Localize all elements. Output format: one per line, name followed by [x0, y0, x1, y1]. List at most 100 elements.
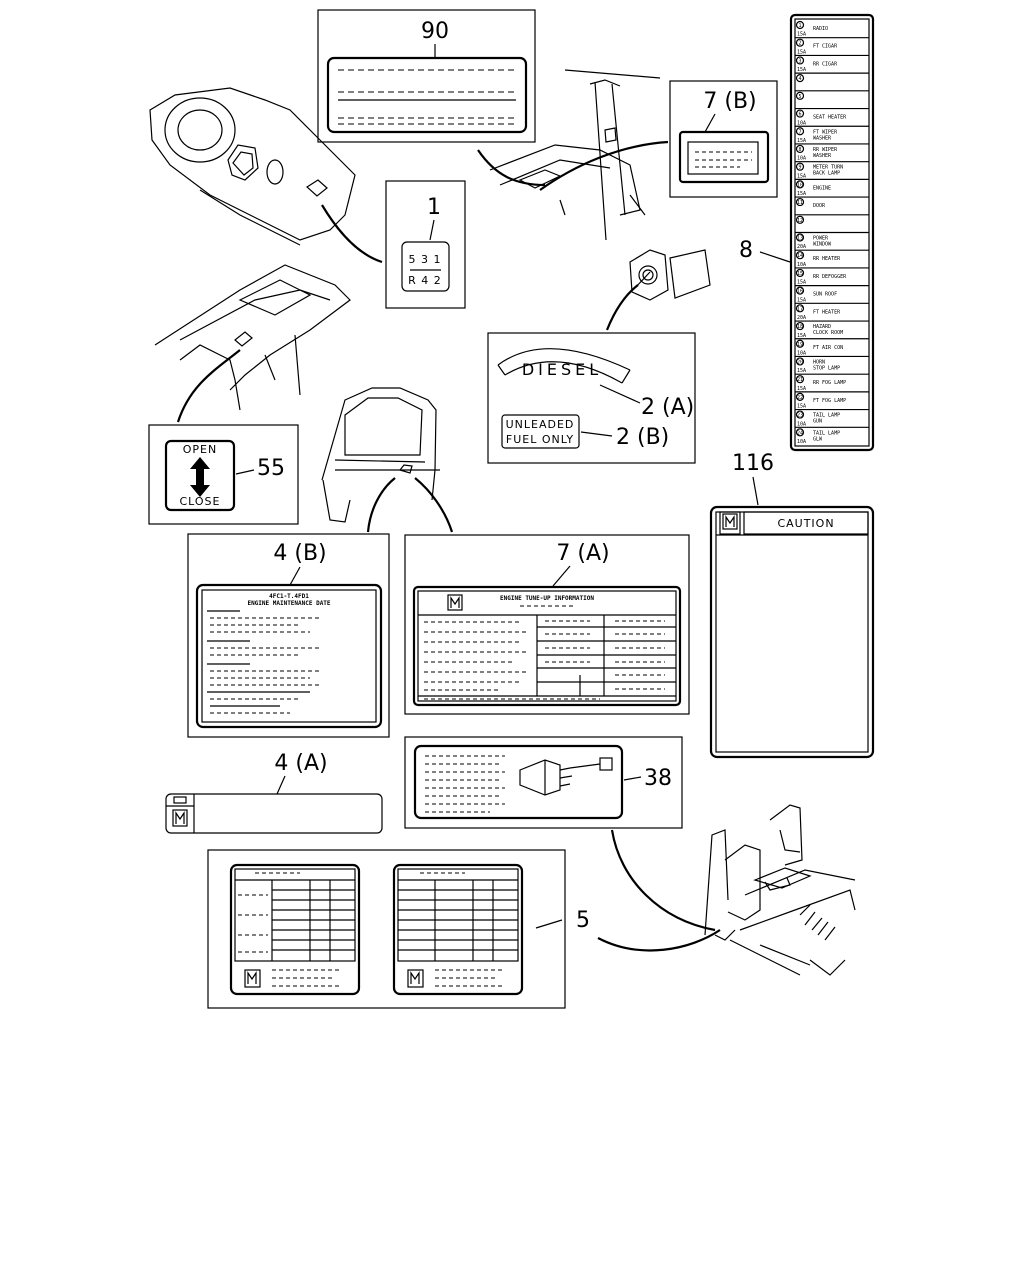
fuse-amperage: 15A	[797, 138, 806, 144]
sub-label-right	[392, 863, 524, 996]
fuse-row: 4	[795, 72, 869, 83]
fuse-name: RR WIPER	[813, 147, 838, 153]
fuse-number-circle	[795, 127, 805, 136]
label-55-open-close: OPEN CLOSE 55	[148, 424, 299, 525]
fuse-number: 3	[798, 58, 801, 64]
label-116-caution: CAUTION	[709, 505, 875, 759]
fuse-number-circle	[795, 197, 805, 207]
fuse-name-line2: STOP LAMP	[813, 365, 840, 371]
fuse-name: DOOR	[813, 203, 826, 209]
fuse-number-circle	[795, 215, 805, 224]
fuse-amperage: 15A	[797, 173, 806, 179]
fuse-row: 12	[795, 214, 869, 224]
fuse-number-circle	[795, 233, 805, 242]
fuse-name: FT AIR CON	[813, 345, 843, 351]
fuse-name: FT WIPER	[813, 129, 838, 135]
label-7a-tuneup: 7 (A) ENGINE TUNE-UP INFORMATION	[404, 534, 690, 715]
callout-2a: 2 (A)	[641, 395, 694, 420]
fuse-name: TAIL LAMP	[813, 430, 840, 436]
fuse-name: METER TURN	[813, 165, 843, 171]
callout-38: 38	[644, 766, 672, 791]
fuse-number: 2	[798, 41, 801, 47]
fuse-name: ENGINE	[813, 185, 831, 191]
fuse-amperage: 20A	[797, 244, 806, 250]
fuse-name: FT HEATER	[813, 309, 841, 315]
leader-2	[605, 284, 639, 331]
maint-title-text: ENGINE MAINTENANCE DATE	[247, 600, 330, 607]
fuse-amperage: 10A	[797, 350, 806, 356]
leader-38	[610, 829, 716, 932]
leader-1	[321, 204, 383, 264]
fuse-number: 15	[797, 271, 803, 277]
fuse-amperage: 15A	[797, 368, 806, 374]
dashboard-illustration	[154, 264, 351, 411]
leader-4b	[366, 477, 396, 533]
tuneup-title-text: ENGINE TUNE-UP INFORMATION	[500, 595, 594, 602]
fuse-number-circle	[795, 251, 805, 260]
fuse-amperage: 15A	[797, 333, 806, 339]
fuse-number: 18	[797, 324, 803, 330]
shift-top-row: 5 3 1	[409, 253, 442, 266]
leader-5	[597, 929, 721, 952]
fuse-number-circle	[795, 357, 805, 366]
fuse-number-circle	[795, 180, 805, 189]
fuse-amperage: 15A	[797, 67, 806, 73]
label-1-shift-pattern: 1 5 3 1 R 4 2	[385, 180, 466, 309]
fuse-number: 23	[797, 413, 803, 419]
isuzu-logo-icon	[447, 594, 463, 611]
fuse-row: 19 FT AIR CON 10A	[795, 338, 869, 356]
label-38: 38	[404, 736, 683, 829]
fuse-name: RR DEFOGGER	[813, 274, 847, 280]
fuse-number-circle	[795, 38, 805, 47]
fuse-amperage: 15A	[797, 191, 806, 197]
fuse-name-line2: BACK LAMP	[813, 171, 840, 177]
fuel-filler-illustration	[629, 249, 711, 301]
callout-5: 5	[576, 908, 590, 933]
fuse-number-circle	[795, 339, 805, 348]
fuse-number-circle	[795, 109, 805, 118]
fuse-number: 19	[797, 342, 803, 348]
fuse-number-circle	[795, 20, 805, 30]
fuse-name: POWER	[813, 236, 829, 242]
fuse-number: 20	[797, 359, 803, 365]
fuse-number: 4	[798, 76, 801, 82]
fuse-number: 12	[797, 218, 803, 224]
fuse-amperage: 15A	[797, 32, 806, 38]
callout-55: 55	[257, 456, 285, 481]
leader-90	[477, 149, 546, 187]
fuse-name: SEAT HEATER	[813, 115, 847, 121]
fuse-name: FT FOG LAMP	[813, 398, 846, 404]
fuse-name-line2: GLW	[813, 436, 823, 442]
fuse-amperage: 20A	[797, 315, 806, 321]
fuse-number: 14	[797, 253, 803, 259]
fuse-amperage: 15A	[797, 404, 806, 410]
fuse-amperage: 15A	[797, 297, 806, 303]
fuse-name: HAZARD	[813, 324, 831, 330]
callout-90: 90	[421, 19, 449, 44]
fuse-number-circle	[795, 56, 805, 65]
fuse-amperage: 15A	[797, 49, 806, 55]
label-5-pair: 5	[207, 849, 590, 1009]
fuse-number-circle	[795, 428, 805, 437]
label-4b-maintenance: 4 (B) 4FC1-T.4FD1 ENGINE MAINTENANCE DAT…	[187, 533, 390, 738]
leader-7b	[539, 140, 669, 191]
caution-text: CAUTION	[777, 517, 834, 530]
leader-55	[176, 349, 241, 423]
fuse-number: 7	[798, 129, 801, 135]
fuse-number: 17	[797, 306, 803, 312]
fuse-name: RR CIGAR	[813, 61, 838, 67]
leader-7a	[414, 477, 454, 533]
